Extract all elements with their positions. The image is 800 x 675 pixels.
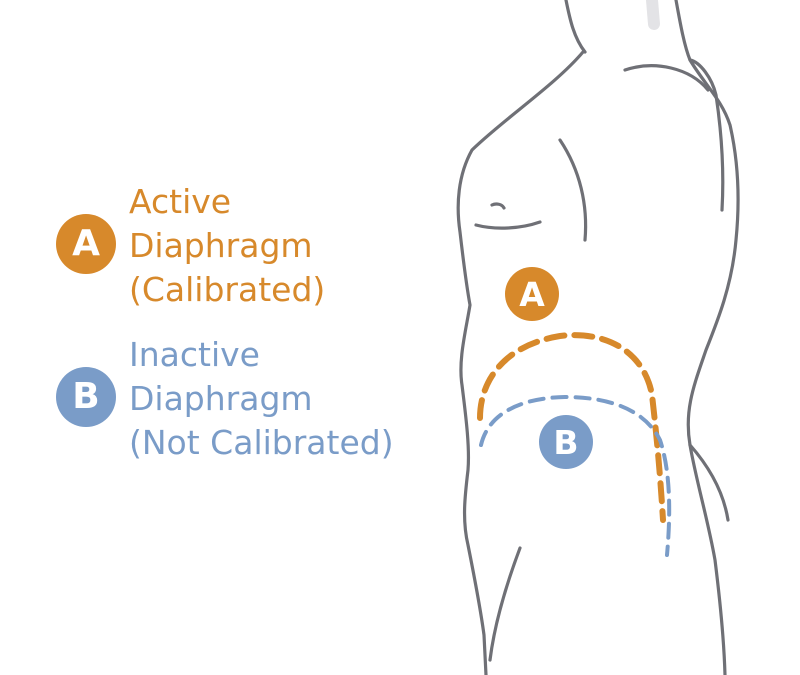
inactive-legend-line: Diaphragm [129, 379, 313, 418]
inactive-legend-badge: B [56, 367, 116, 427]
active-marker: A [505, 267, 559, 321]
inactive-legend-line: (Not Calibrated) [129, 423, 394, 462]
torso-outline-icon [456, 0, 740, 675]
active-legend-line: Diaphragm [129, 226, 313, 265]
inactive-marker-letter: B [553, 423, 578, 462]
active-marker-letter: A [519, 275, 545, 314]
inactive-marker: B [539, 415, 593, 469]
active-legend-label: Active Diaphragm (Calibrated) [129, 180, 325, 312]
active-diaphragm-curve [477, 332, 666, 523]
active-legend-line: Active [129, 182, 232, 221]
inactive-legend-label: Inactive Diaphragm (Not Calibrated) [129, 333, 394, 465]
inactive-diaphragm-curve [479, 394, 672, 557]
active-legend-line: (Calibrated) [129, 270, 326, 309]
active-legend-badge: A [56, 214, 116, 274]
inactive-legend-line: Inactive [129, 335, 260, 374]
